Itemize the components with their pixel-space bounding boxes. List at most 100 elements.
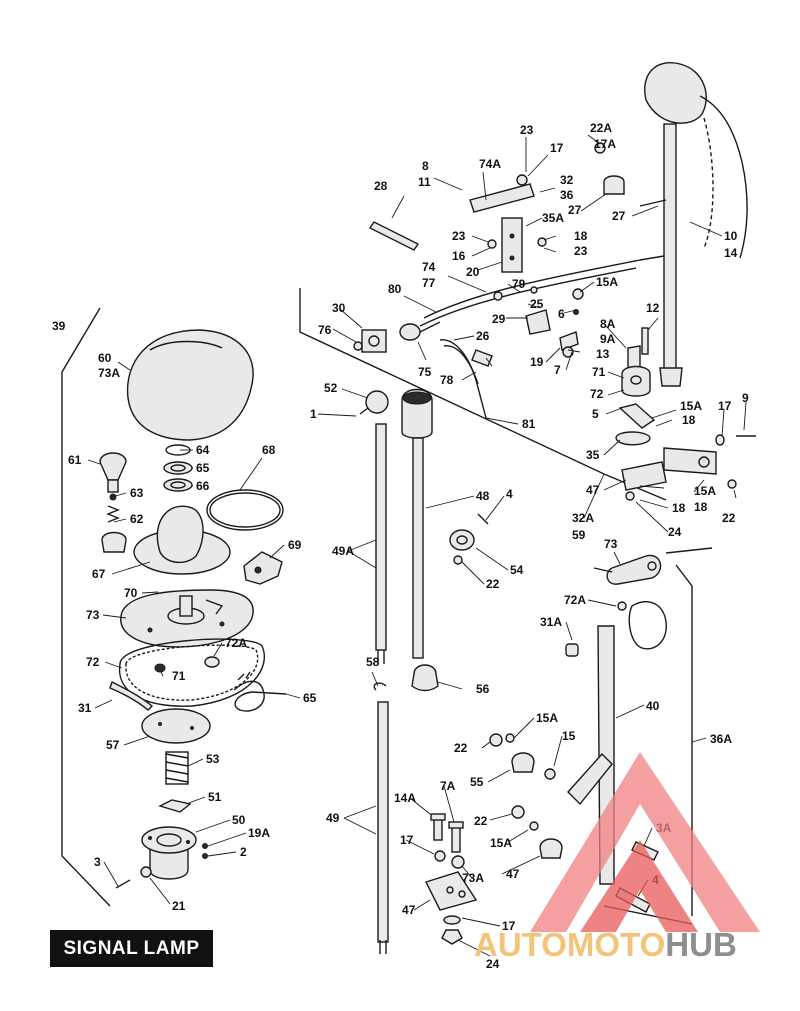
label-67: 74 (422, 260, 436, 274)
label-72A-text: 72A (564, 593, 586, 607)
label-23c: 23 (574, 244, 588, 258)
automotohub-watermark-text: AUTOMOTOHUB (474, 926, 737, 964)
label-58: 68 (262, 443, 276, 457)
label-52: 62 (130, 512, 144, 526)
label-64: 73 (86, 608, 100, 622)
label-44: 52 (324, 381, 338, 395)
label-18a: 18 (574, 229, 588, 243)
label-1: 1 (310, 407, 317, 421)
label-60: 70 (124, 586, 138, 600)
label-73-text: 73 (604, 537, 618, 551)
lamp-spring (165, 751, 189, 785)
label-28: 28 (374, 179, 388, 193)
label-45: 53 (206, 752, 220, 766)
label-73A-text: 73A (462, 871, 484, 885)
label-42: 50 (232, 813, 246, 827)
label-25: 25 (530, 297, 544, 311)
label-66: 73A (98, 366, 120, 380)
label-7A: 7A (440, 779, 456, 793)
label-68: 74A (479, 157, 501, 171)
linkage-switch-30 (353, 329, 387, 353)
linkage-connector-69 (399, 321, 493, 419)
label-15Ab: 15A (680, 399, 702, 413)
label-20: 20 (466, 265, 480, 279)
label-5: 5 (592, 407, 599, 421)
label-22c: 22 (454, 741, 468, 755)
label-19: 19 (530, 355, 544, 369)
housing-top-10 (644, 62, 748, 387)
lamp-pigtail-wire (233, 671, 287, 712)
label-71-text: 71 (592, 365, 606, 379)
linkage-bracket-38 (621, 447, 737, 501)
label-27b: 27 (612, 209, 626, 223)
label-17b: 17 (718, 399, 732, 413)
label-14A: 14A (394, 791, 416, 805)
label-9A: 9A (600, 332, 616, 346)
label-15Ad: 15A (536, 711, 558, 725)
label-47c-text: 47 (506, 867, 520, 881)
label-35A: 36A (710, 732, 732, 746)
clamp-47-lower-b (511, 805, 563, 859)
label-18b: 18 (682, 413, 696, 427)
lamp-base-plate (120, 589, 254, 648)
lamp-lens (126, 329, 254, 441)
bracket-37 (425, 871, 478, 945)
spacer-31A (565, 643, 579, 657)
label-49A: 59 (572, 528, 586, 542)
label-76: 80 (388, 282, 402, 296)
label-33: 35 (586, 448, 600, 462)
label-22d: 22 (474, 814, 488, 828)
label-8: 8 (422, 159, 429, 173)
clamp-47-lower-a (489, 733, 556, 780)
label-35: 36 (560, 188, 574, 202)
lamp-housing (115, 826, 208, 889)
label-47b: 55 (470, 775, 484, 789)
label-18d: 18 (672, 501, 686, 515)
label-74: 77 (422, 276, 436, 290)
label-51: 61 (68, 453, 82, 467)
label-17A: 17A (594, 137, 616, 151)
label-57: 67 (92, 567, 106, 581)
automotohub-watermark-logo (530, 752, 760, 932)
label-48: 57 (106, 738, 120, 752)
label-59: 69 (288, 538, 302, 552)
label-56: 66 (196, 479, 210, 493)
label-18c: 18 (694, 500, 708, 514)
label-23b: 23 (452, 229, 466, 243)
label-24a: 24 (668, 525, 682, 539)
shaft-lower (377, 701, 389, 954)
label-36A: 40 (646, 699, 660, 713)
label-77: 81 (522, 417, 536, 431)
lamp-contact (158, 799, 192, 813)
label-22A: 22A (590, 121, 612, 135)
watermark-text-hub: HUB (665, 926, 737, 963)
label-31A: 31A (540, 615, 562, 629)
label-26: 26 (476, 329, 490, 343)
lamp-rings (163, 444, 284, 531)
lamp-reflector (133, 505, 231, 575)
watermark-triangle-inner (580, 840, 698, 932)
label-15Ac: 15A (694, 484, 716, 498)
label-22b: 22 (722, 511, 736, 525)
label-7: 7 (554, 363, 561, 377)
linkage-rod-67 (419, 255, 665, 327)
label-16: 16 (452, 249, 466, 263)
label-62: 72 (86, 655, 100, 669)
label-17a: 17 (550, 141, 564, 155)
label-17d: 17 (502, 919, 516, 933)
label-65-text: 65 (303, 691, 317, 705)
label-74A: 78 (440, 373, 454, 387)
label-9: 9 (742, 391, 749, 405)
label-53: 63 (130, 486, 144, 500)
label-15Aa: 15A (596, 275, 618, 289)
label-37: 47 (402, 903, 416, 917)
label-50: 60 (98, 351, 112, 365)
lamp-wire-clip (109, 681, 154, 711)
label-13: 13 (596, 347, 610, 361)
linkage-knob-72A (628, 601, 667, 650)
shaft-clamp-47 (449, 513, 489, 565)
linkage-plate-73 (593, 554, 662, 611)
linkage-lever-28 (368, 221, 420, 251)
bolts-14A-7A (430, 813, 465, 869)
